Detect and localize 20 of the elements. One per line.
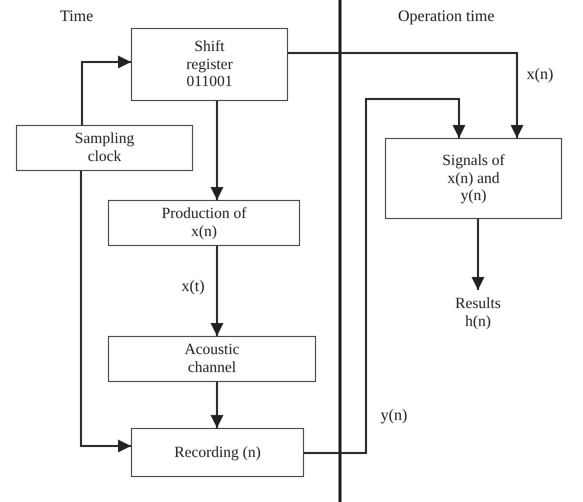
arrow [210, 382, 224, 428]
arrow [472, 219, 484, 290]
result-text: Results h(n) [440, 290, 516, 336]
process-box: Sampling clock [16, 125, 193, 171]
process-box: Shift register 011001 [131, 28, 288, 101]
edge-label: x(t) [179, 278, 207, 296]
arrow [210, 246, 224, 336]
arrow [80, 171, 131, 452]
process-box: Production of x(n) [108, 200, 300, 246]
arrow [81, 56, 131, 125]
section-heading: Operation time [398, 8, 494, 26]
arrow [288, 52, 524, 138]
edge-label: x(n) [524, 66, 556, 84]
process-box: Acoustic channel [108, 336, 316, 382]
process-box: Recording (n) [131, 428, 304, 477]
arrow [304, 98, 466, 454]
process-box: Signals of x(n) and y(n) [385, 138, 562, 219]
arrow [210, 101, 224, 200]
section-heading: Time [60, 8, 94, 26]
edge-label: y(n) [378, 406, 410, 425]
